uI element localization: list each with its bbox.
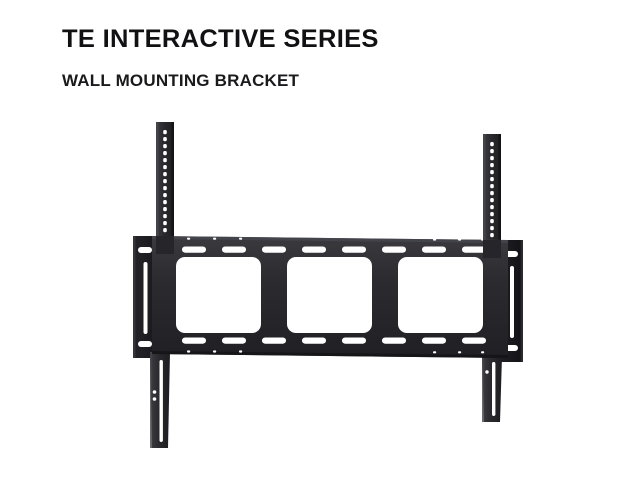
page-subtitle: WALL MOUNTING BRACKET xyxy=(62,71,300,91)
right-end-bracket xyxy=(490,240,523,362)
left-vertical-rail xyxy=(156,122,174,254)
left-rail-junction xyxy=(156,236,174,254)
right-vertical-rail xyxy=(483,134,501,258)
left-end-bracket xyxy=(133,236,167,358)
page-title: TE INTERACTIVE SERIES xyxy=(62,25,379,53)
title-block: TE INTERACTIVE SERIES WALL MOUNTING BRAC… xyxy=(62,26,582,91)
right-drop-leg xyxy=(482,356,502,422)
right-rail-junction xyxy=(483,240,501,258)
main-horizontal-plate xyxy=(152,236,508,358)
left-drop-leg xyxy=(150,352,170,448)
